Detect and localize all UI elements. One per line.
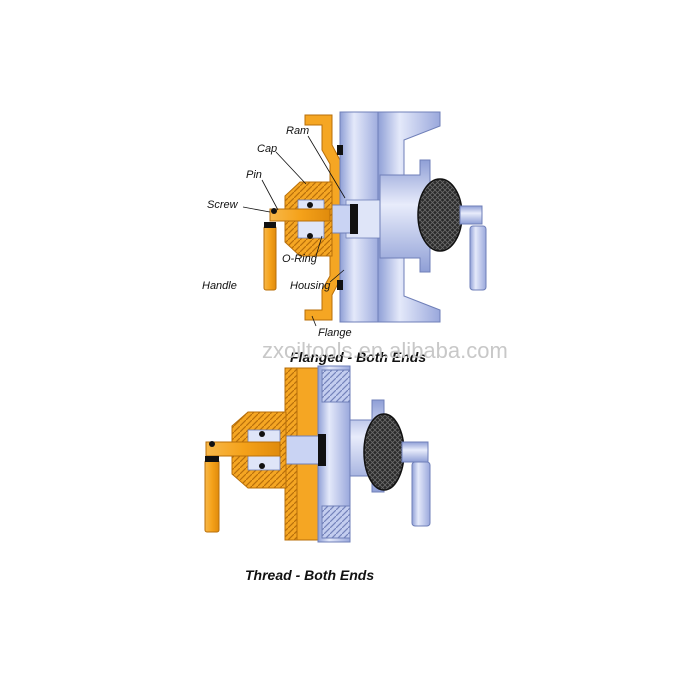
gasket-top [337,145,343,155]
right-flange [377,111,441,323]
handle [263,225,277,291]
side-outlet [379,159,431,273]
ram-seal [350,204,358,234]
watermark: zxoiltools.en.alibaba.com [262,338,508,363]
knurled-knob-threaded [363,413,405,491]
label-cap: Cap [257,143,277,155]
label-oring: O-Ring [282,253,318,265]
caption-thread: Thread - Both Ends [245,567,374,583]
valve-handle-bar-threaded [411,461,431,527]
threaded-assembly [204,365,431,543]
label-pin: Pin [246,169,262,181]
label-flange: Flange [318,327,352,339]
screw-pin-threaded [209,441,215,447]
right-thread-end [321,369,351,403]
o-ring-upper [307,202,313,208]
label-housing: Housing [290,280,331,292]
valve-handle-bar [469,225,487,291]
knurled-knob [417,178,463,252]
valve-stem-threaded [401,441,429,463]
handle-tip [264,222,276,228]
o-ring-lower [307,233,313,239]
handle-threaded [204,459,220,533]
part-labels: Ram Cap Pin Screw Handle O-Ring Housing … [202,125,352,339]
o-ring-threaded-lower [259,463,265,469]
screw-pin [271,208,277,214]
right-thread-end-lower [321,505,351,539]
flanged-assembly [263,111,487,323]
label-handle: Handle [202,280,237,292]
screw-shaft [269,208,331,222]
screw-shaft-threaded [205,441,281,457]
ram-threaded [283,435,321,465]
o-ring-threaded-upper [259,431,265,437]
handle-tip-threaded [205,456,219,462]
label-screw: Screw [207,199,239,211]
valve-stem [459,205,483,225]
leader-lines [242,135,346,327]
label-ram: Ram [286,125,309,137]
gasket-bottom [337,280,343,290]
ram-seal-threaded [318,434,326,466]
caption-flanged: Flanged - Both Ends [290,349,426,365]
